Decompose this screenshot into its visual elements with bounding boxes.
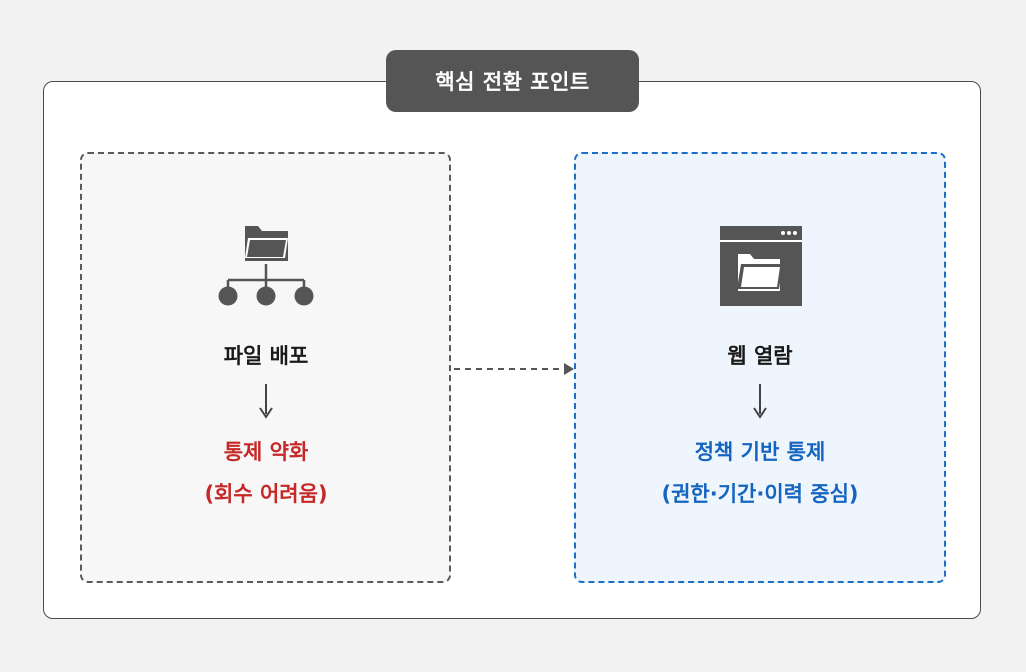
title-text: 핵심 전환 포인트: [435, 70, 590, 94]
browser-folder-icon: [720, 226, 802, 306]
left-result: 통제 약화 (회수 어려움): [80, 431, 452, 515]
file-distribution-panel: [80, 152, 451, 583]
web-viewing-label: 웹 열람: [727, 344, 793, 368]
left-result-line1: 통제 약화: [223, 440, 309, 464]
transition-arrow-icon: [454, 363, 574, 375]
web-viewing-panel: [574, 152, 946, 583]
right-result: 정책 기반 통제 (권한·기간·이력 중심): [574, 431, 946, 515]
folder-network-icon: [218, 226, 314, 306]
right-result-line2: (권한·기간·이력 중심): [661, 482, 859, 506]
right-down-arrow-icon: [753, 384, 767, 419]
left-result-line2: (회수 어려움): [204, 482, 328, 506]
left-down-arrow-icon: [259, 384, 273, 419]
title-badge: 핵심 전환 포인트: [386, 50, 639, 112]
file-distribution-label: 파일 배포: [223, 344, 309, 368]
right-result-line1: 정책 기반 통제: [694, 440, 826, 464]
